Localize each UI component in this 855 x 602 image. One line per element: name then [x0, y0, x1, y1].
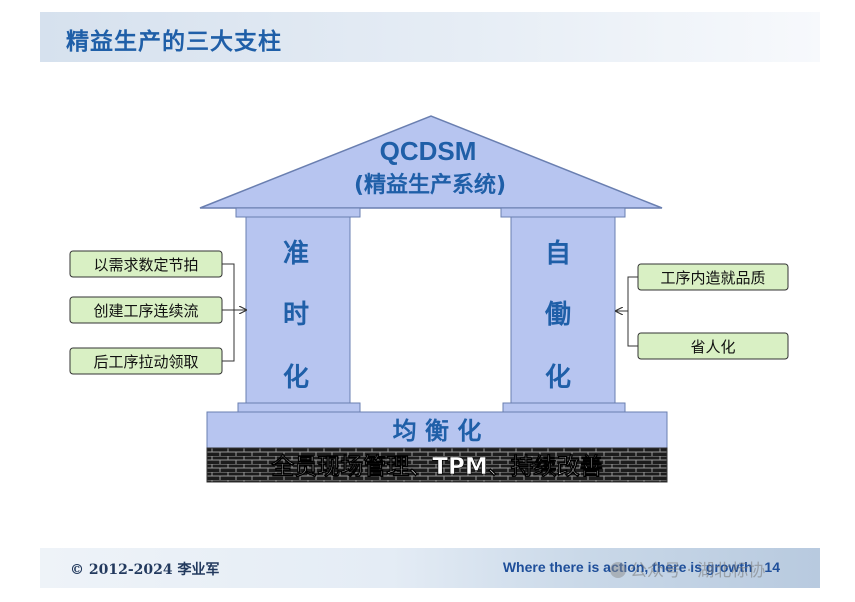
right-box-2-label: 省人化: [690, 338, 735, 356]
left-pillar-char-1: 准: [283, 239, 309, 269]
footer-slogan: Where there is action, there is growth: [502, 559, 753, 575]
roof: [199, 115, 663, 209]
footer-copyright: © 2012-2024 李业军: [70, 562, 220, 578]
balance-base: [206, 411, 668, 449]
watermark-text: 公众号 · 湖北标协: [630, 561, 766, 581]
left-pillar: 准 时 化: [235, 207, 361, 413]
page-title: 精益生产的三大支柱: [66, 29, 282, 55]
right-box-group: 工序内造就品质 省人化: [616, 263, 789, 360]
watermark: 公众号 · 湖北标协: [610, 556, 765, 581]
right-pillar-char-2: 働: [544, 300, 571, 330]
right-pillar-char-3: 化: [545, 363, 571, 393]
left-box-3-label: 后工序拉动领取: [93, 353, 198, 371]
left-box-2-label: 创建工序连续流: [93, 302, 198, 320]
right-pillar: 自 働 化: [500, 207, 626, 413]
title-bar: 精益生产的三大支柱: [40, 12, 820, 62]
left-connector: [222, 263, 235, 362]
left-pillar-char-2: 时: [283, 300, 309, 330]
roof-line1: QCDSM: [380, 136, 477, 166]
footer-slogan-group: Where there is action, there is growth 1…: [503, 559, 780, 575]
left-box-1-label: 以需求数定节拍: [93, 256, 198, 274]
left-pillar-char-3: 化: [283, 363, 309, 393]
foundation: [206, 447, 668, 483]
roof-line2: (精益生产系统): [354, 172, 506, 198]
balance-label: 均 衡 化: [393, 417, 482, 445]
foundation-label: 全员现场管理、TPM、持续改善: [270, 453, 602, 480]
footer-bar: © 2012-2024 李业军 Where there is action, t…: [40, 548, 820, 588]
wechat-icon: [610, 562, 626, 578]
left-box-group: 以需求数定节拍 创建工序连续流 后工序拉动领取: [69, 250, 246, 375]
right-pillar-char-1: 自: [545, 238, 571, 269]
page-number: 14: [764, 559, 780, 575]
right-box-1-label: 工序内造就品质: [660, 269, 765, 287]
